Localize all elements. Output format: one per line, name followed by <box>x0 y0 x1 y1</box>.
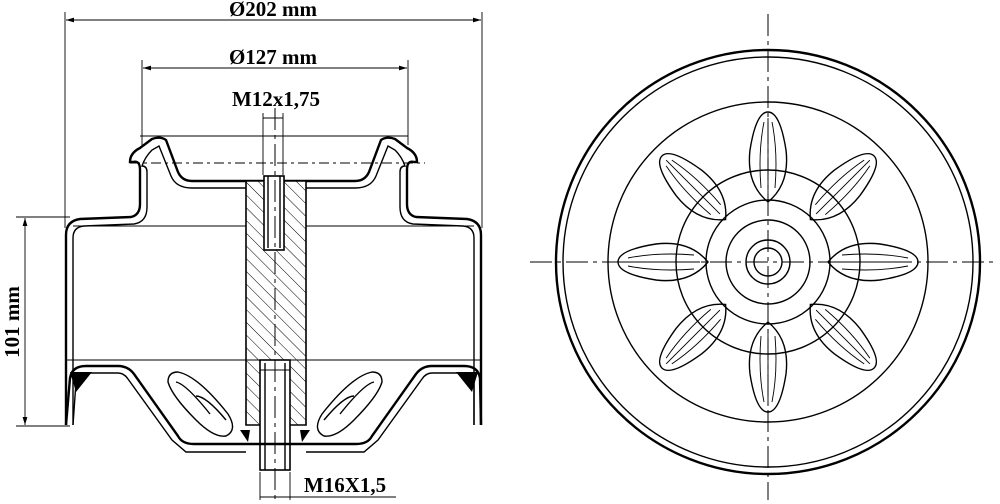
rosette-petal <box>748 111 788 203</box>
rosette-petal <box>658 152 727 221</box>
rosette-petals <box>617 111 919 413</box>
outer-diameter-label: Ø202 mm <box>229 0 318 21</box>
piston-profile <box>64 364 483 446</box>
rosette-petal <box>748 321 788 413</box>
side-section-view: Ø202 mm Ø127 mm M12x1,75 101 mm <box>0 0 483 500</box>
rosette-petal <box>809 152 878 221</box>
outer-ring <box>554 48 982 476</box>
bottom-thread-label: M16X1,5 <box>304 473 386 497</box>
height-label: 101 mm <box>0 286 24 358</box>
center-bore <box>745 239 791 285</box>
rosette-petal <box>809 303 878 372</box>
inner-diameter-label: Ø127 mm <box>229 45 318 69</box>
rosette-petal <box>617 242 709 282</box>
front-view <box>530 14 998 500</box>
rosette-petal <box>827 242 919 282</box>
top-thread-label: M12x1,75 <box>232 87 320 111</box>
rosette-petal <box>658 303 727 372</box>
